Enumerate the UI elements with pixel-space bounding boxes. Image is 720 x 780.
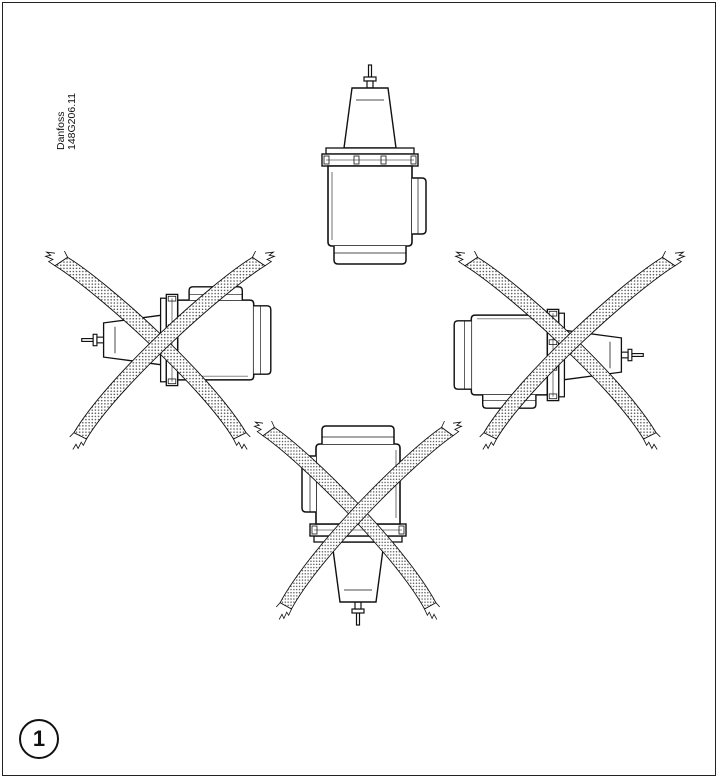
valve-upright-view [321,64,427,265]
figure-number-badge: 1 [19,719,59,759]
